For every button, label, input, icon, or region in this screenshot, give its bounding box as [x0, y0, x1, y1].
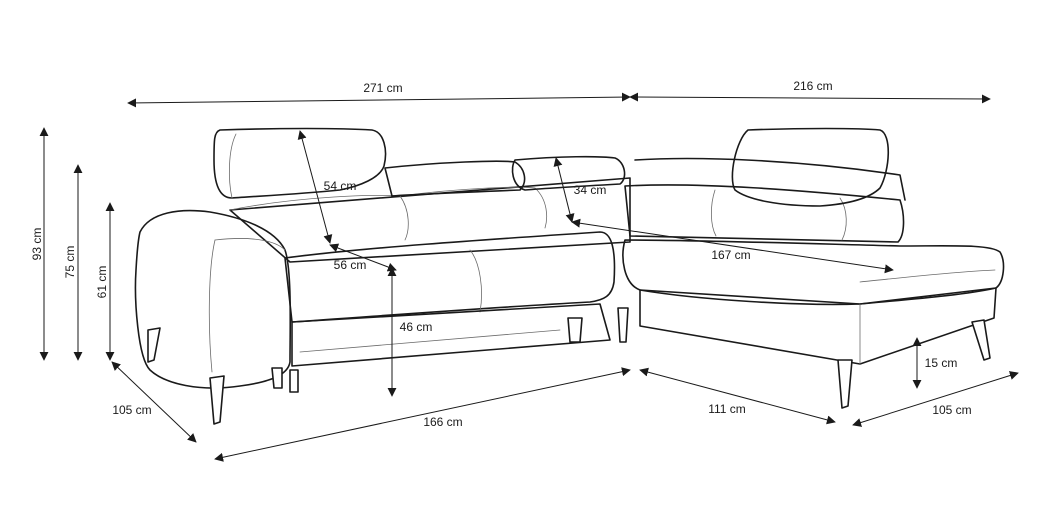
dimension-lines: [39, 92, 1019, 462]
label-height-headrest-down: 75 cm: [63, 246, 77, 279]
label-main-seat-width: 166 cm: [423, 415, 462, 429]
label-corner-width: 111 cm: [708, 402, 746, 416]
label-seat-depth: 56 cm: [334, 258, 367, 272]
seat-cushion-seam: [469, 249, 482, 313]
main-base: [291, 303, 611, 367]
left-headrest: [213, 127, 387, 199]
sofa-drawing: [134, 127, 1005, 425]
dim-line-total-width: [127, 92, 631, 108]
label-headrest-extension: 54 cm: [324, 179, 357, 193]
armrest-seam: [214, 238, 286, 251]
dim-line-headrest-height: [553, 157, 575, 223]
sofa-leg: [147, 327, 161, 363]
sofa-leg: [837, 359, 853, 409]
label-chaise-length: 167 cm: [711, 248, 750, 262]
sofa-leg: [289, 369, 299, 393]
label-armrest-height: 61 cm: [95, 266, 109, 299]
dim-line-seat-width: [214, 367, 631, 462]
base-pullout-line: [299, 329, 561, 353]
main-back-cushions: [229, 177, 631, 263]
label-leg-height: 15 cm: [925, 356, 958, 370]
main-seat-cushions: [284, 231, 616, 323]
chaise-back-cushions: [624, 184, 905, 243]
chaise-top-edge: [634, 157, 906, 201]
dim-line-main-depth: [111, 361, 197, 443]
armrest-seam: [208, 239, 216, 373]
label-chaise-depth: 105 cm: [932, 403, 971, 417]
dim-line-headrest-extension: [297, 130, 333, 244]
dim-line-corner-width: [639, 367, 836, 425]
sofa-leg: [617, 307, 629, 343]
middle-headrest: [511, 155, 626, 191]
sofa-leg: [271, 367, 283, 389]
sofa-leg: [971, 319, 991, 361]
chaise-base: [639, 287, 997, 365]
dim-line-chaise-width: [629, 92, 991, 104]
label-height-headrest-up: 93 cm: [30, 228, 44, 261]
sofa-leg: [209, 375, 225, 425]
left-armrest: [134, 209, 292, 389]
sofa-leg: [567, 317, 583, 343]
dim-line-seat-depth: [329, 243, 397, 272]
label-total-width: 271 cm: [363, 81, 402, 95]
back-cushion-seam: [229, 194, 409, 241]
label-seat-height: 46 cm: [400, 320, 433, 334]
dim-line-chaise-depth: [852, 371, 1019, 427]
label-main-depth: 105 cm: [112, 403, 151, 417]
chaise-back-seam: [710, 189, 717, 237]
label-chaise-width: 216 cm: [793, 79, 832, 93]
chaise-headrest: [731, 127, 890, 207]
middle-back-piece: [384, 160, 526, 197]
label-headrest-height: 34 cm: [574, 183, 607, 197]
chaise-seat: [622, 239, 1005, 306]
headrest-seam: [228, 133, 237, 199]
back-cushion-seam: [399, 186, 547, 229]
dim-line-chaise-length: [571, 218, 894, 274]
chaise-seam: [859, 269, 996, 283]
dimension-labels: 271 cm 216 cm 93 cm 75 cm 61 cm 105 cm 1…: [30, 79, 972, 429]
